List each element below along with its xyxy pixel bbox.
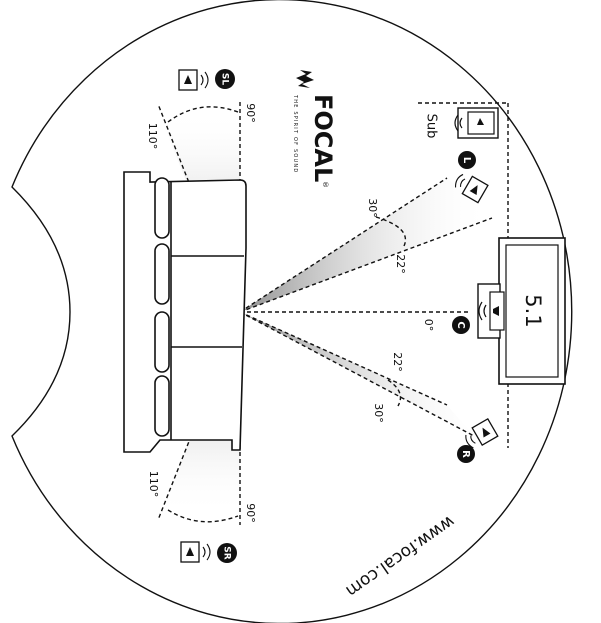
angle-label-front-outer-left: 30° xyxy=(366,198,379,218)
speaker-cone-icon xyxy=(186,547,194,556)
brand-tagline: THE SPIRIT OF SOUND xyxy=(292,94,298,173)
brand-name: FOCAL xyxy=(309,94,337,182)
tv-screen xyxy=(505,244,559,378)
angle-label-front-outer-right: 30° xyxy=(372,403,385,423)
speaker-cone-icon xyxy=(477,118,484,125)
speaker-badge-center xyxy=(452,316,470,334)
sound-waves-icon xyxy=(478,301,487,321)
surround-left-speaker xyxy=(178,69,209,91)
angle-label-surround-left-rear: 110° xyxy=(146,123,159,150)
angle-label-front-inner-right: 22° xyxy=(391,352,404,372)
angle-label-surround-right-rear: 110° xyxy=(147,471,160,498)
sofa-backrest-cushion-1 xyxy=(154,177,170,239)
speaker-cone-icon xyxy=(493,306,499,316)
speaker-label-surround-right: SR xyxy=(222,546,232,559)
focal-logo-mark-icon xyxy=(296,70,314,88)
center-speaker xyxy=(477,283,505,339)
sub-label: Sub xyxy=(424,114,439,139)
speaker-label-left: L xyxy=(461,157,472,164)
speaker-label-center: C xyxy=(455,321,466,328)
cone-left xyxy=(240,178,492,312)
line-right-inner xyxy=(239,311,448,406)
speaker-cone-icon xyxy=(184,75,192,84)
sound-waves-icon xyxy=(465,434,476,449)
tv-format-label: 5.1 xyxy=(521,294,545,327)
sound-waves-icon xyxy=(202,543,211,561)
sound-waves-icon xyxy=(454,114,463,132)
focal-logo: FOCAL ® THE SPIRIT OF SOUND xyxy=(292,70,337,188)
speaker-badge-left xyxy=(458,151,476,169)
surround-right-speaker xyxy=(180,541,211,563)
sofa xyxy=(123,171,247,453)
sofa-outline xyxy=(123,171,247,453)
arc-front-left xyxy=(375,216,407,247)
sofa-backrest-cushion-4 xyxy=(154,375,170,437)
speaker-cone-icon xyxy=(469,185,478,195)
angle-label-front-inner-left: 22° xyxy=(394,254,407,274)
angle-label-surround-left-side: 90° xyxy=(244,103,257,123)
left-speaker xyxy=(454,173,489,204)
speaker-badge-surround-right xyxy=(217,543,237,563)
right-speaker xyxy=(465,417,499,449)
line-left-inner xyxy=(239,217,493,313)
speaker-label-surround-left: SL xyxy=(220,73,230,85)
speaker-cone-icon xyxy=(482,427,491,438)
line-left-outer xyxy=(239,177,448,313)
angle-labels: 0° 30° 22° 22° 30° 90° 110° 110° 90° xyxy=(146,103,435,523)
speaker-badge-surround-left xyxy=(215,69,235,89)
arc-front-right xyxy=(387,379,402,407)
arc-surround-right xyxy=(167,509,239,523)
line-right-outer xyxy=(239,311,475,437)
sound-waves-icon xyxy=(200,71,209,89)
sofa-backrest-cushion-3 xyxy=(154,311,170,373)
brand-registered-mark: ® xyxy=(321,181,329,188)
subwoofer: Sub xyxy=(424,107,499,139)
television: 5.1 xyxy=(498,237,566,385)
speaker-badge-right xyxy=(457,445,475,463)
sound-waves-icon xyxy=(454,173,466,188)
sofa-backrest-cushion-2 xyxy=(154,243,170,305)
angle-label-center: 0° xyxy=(422,319,435,332)
arc-surround-left xyxy=(167,106,239,123)
angle-label-surround-right-side: 90° xyxy=(244,503,257,523)
speaker-label-right: R xyxy=(460,450,471,458)
